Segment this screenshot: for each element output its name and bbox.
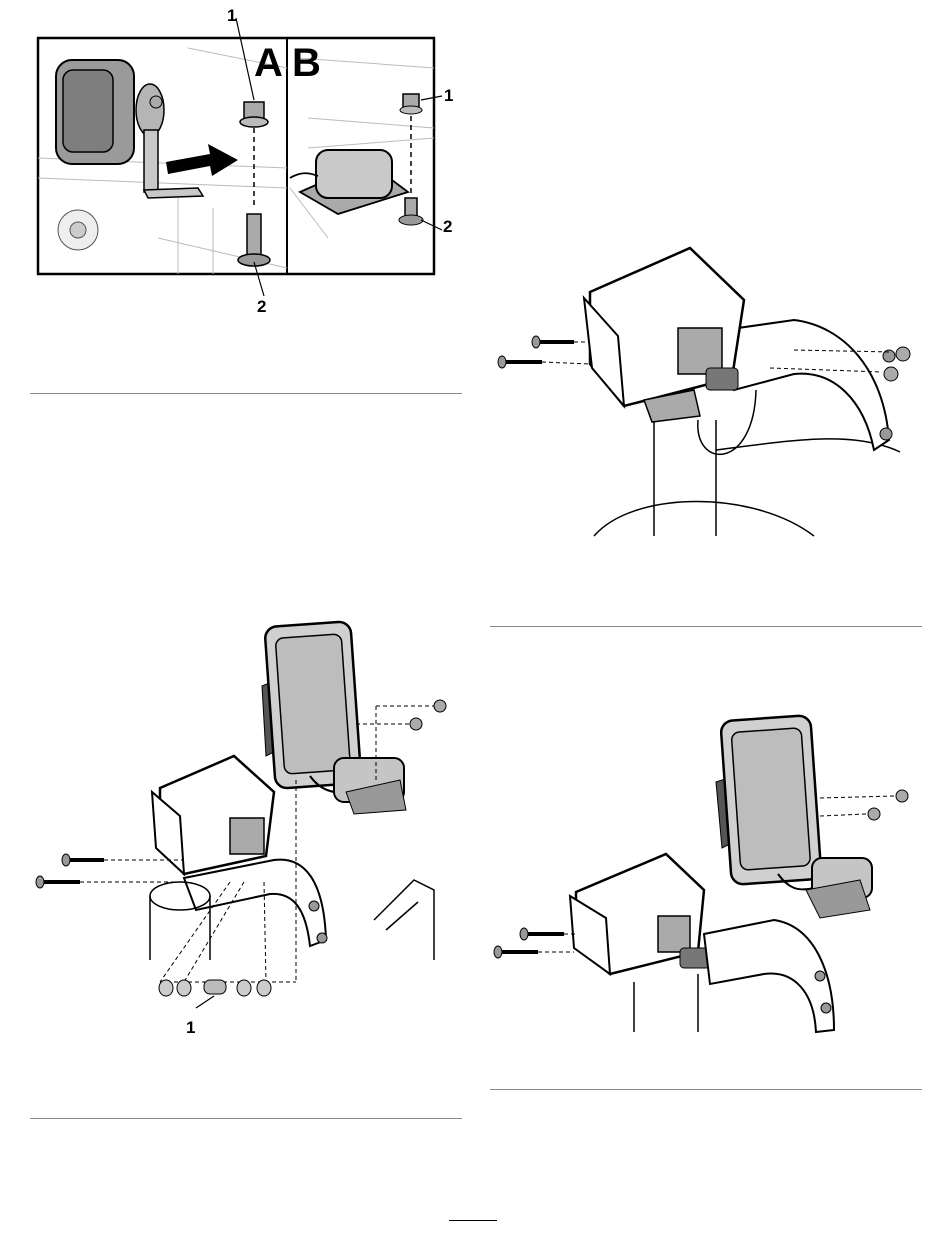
callout-a-1: 1 <box>227 6 236 26</box>
section-divider-left-2 <box>30 1118 462 1119</box>
section-divider-right-1 <box>490 626 922 627</box>
work-light-shape <box>570 854 710 974</box>
figure-mirror-light-mount-drawing <box>494 712 918 1036</box>
mirror-shape <box>262 621 406 814</box>
figure-mirror-light-spacer <box>34 620 464 1020</box>
panel-a-label: A <box>254 43 283 83</box>
mirror-shape <box>716 715 872 918</box>
bolts-left <box>498 336 590 368</box>
figure-light-mount-drawing <box>494 240 914 540</box>
callout-b-2: 2 <box>443 217 452 237</box>
section-divider-left-1 <box>30 393 462 394</box>
nut-a-shape <box>240 102 268 127</box>
work-light-shape <box>152 756 274 874</box>
figure-horn-bracket-drawing <box>38 38 434 274</box>
figure-horn-bracket: A B <box>38 38 434 274</box>
figure-mirror-light-mount <box>494 712 918 1036</box>
figure-mirror-light-spacer-drawing <box>34 620 464 1020</box>
callout-b-1: 1 <box>444 86 453 106</box>
figure-light-mount <box>494 240 914 540</box>
panel-b-label: B <box>292 43 321 83</box>
section-divider-right-2 <box>490 1089 922 1090</box>
work-light-shape <box>584 248 756 454</box>
callout-spacer-1: 1 <box>186 1018 195 1038</box>
callout-a-2: 2 <box>257 297 266 317</box>
nut-b-shape <box>400 94 422 114</box>
page-number-rule <box>449 1220 497 1221</box>
